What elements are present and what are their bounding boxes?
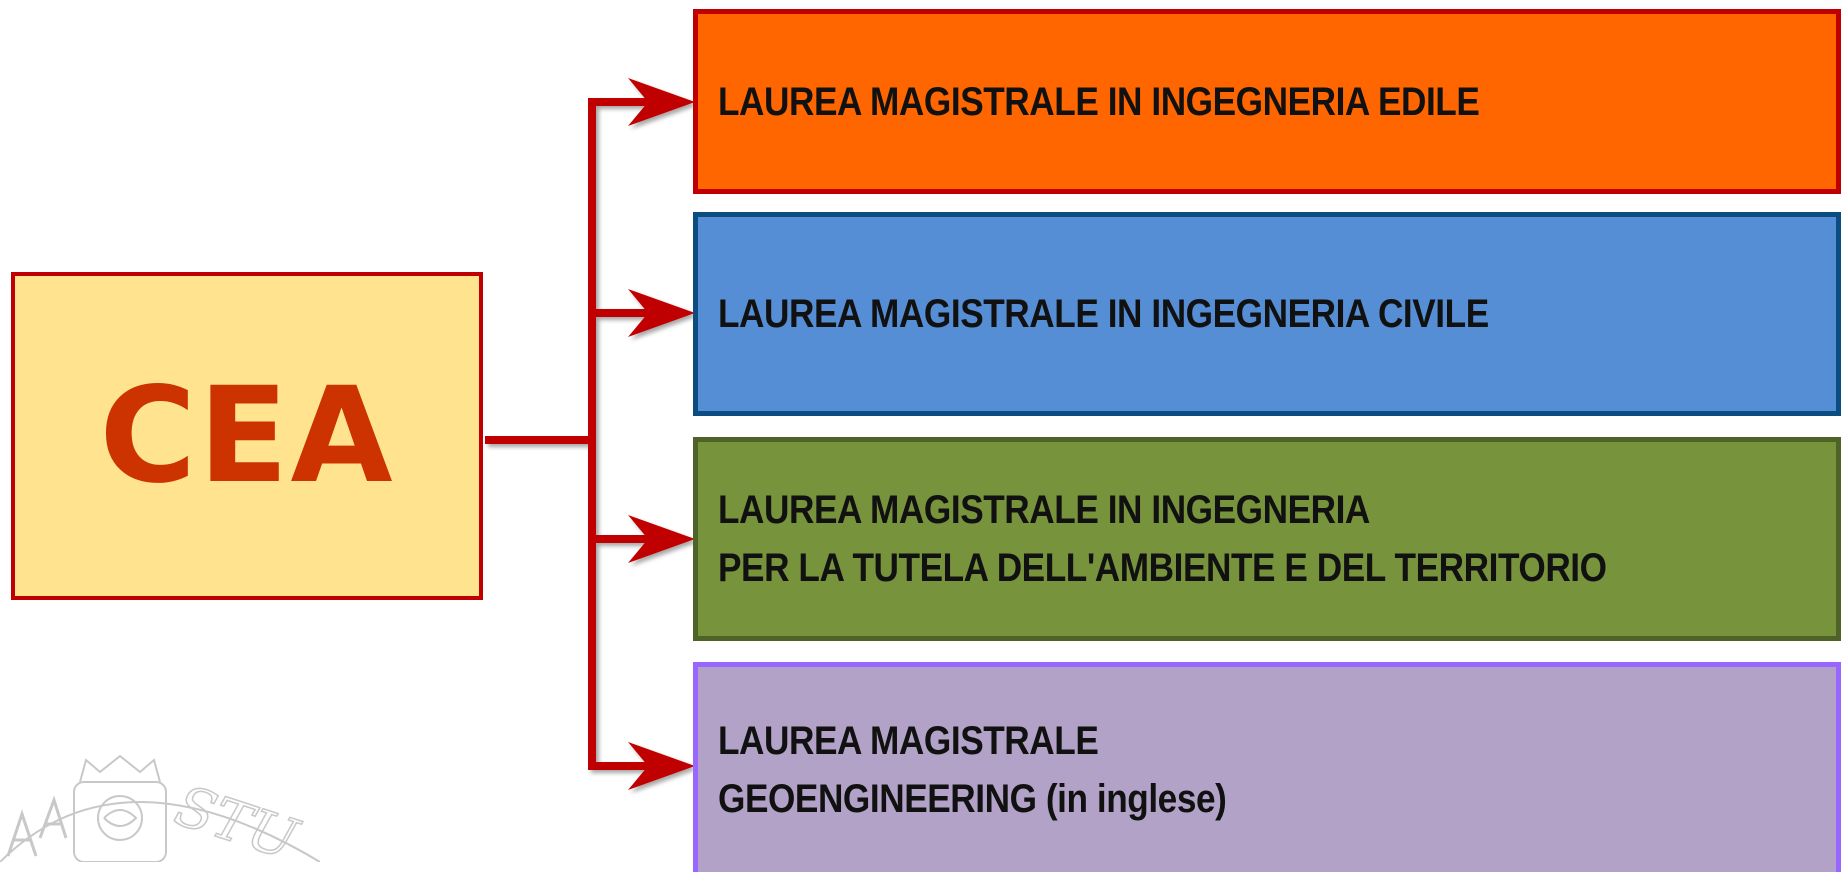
program-box-ingegneria-civile: LAUREA MAGISTRALE IN INGEGNERIA CIVILE [693,212,1841,416]
root-node-box: CEA [11,272,483,600]
program-label-line: PER LA TUTELA DELL'AMBIENTE E DEL TERRIT… [718,546,1607,590]
program-label-line: LAUREA MAGISTRALE IN INGEGNERIA EDILE [718,79,1480,124]
program-box-ingegneria-edile: LAUREA MAGISTRALE IN INGEGNERIA EDILE [693,9,1841,194]
program-label-line: GEOENGINEERING (in inglese) [718,776,1227,821]
program-box-geoengineering: LAUREA MAGISTRALE GEOENGINEERING (in ing… [693,662,1841,872]
root-node-label: CEA [99,359,395,513]
arrow-head-edile [628,78,695,126]
seal-text: STU [168,773,307,862]
program-label-line: LAUREA MAGISTRALE IN INGEGNERIA CIVILE [718,292,1489,336]
arrow-head-civile [628,289,695,337]
program-label-line: LAUREA MAGISTRALE [718,718,1099,763]
program-box-tutela-ambiente: LAUREA MAGISTRALE IN INGEGNERIA PER LA T… [693,437,1841,641]
university-seal-icon: STU [0,754,320,862]
arrow-head-ambiente [628,515,695,563]
program-label-line: LAUREA MAGISTRALE IN INGEGNERIA [718,488,1370,532]
arrow-head-geo [628,742,695,790]
